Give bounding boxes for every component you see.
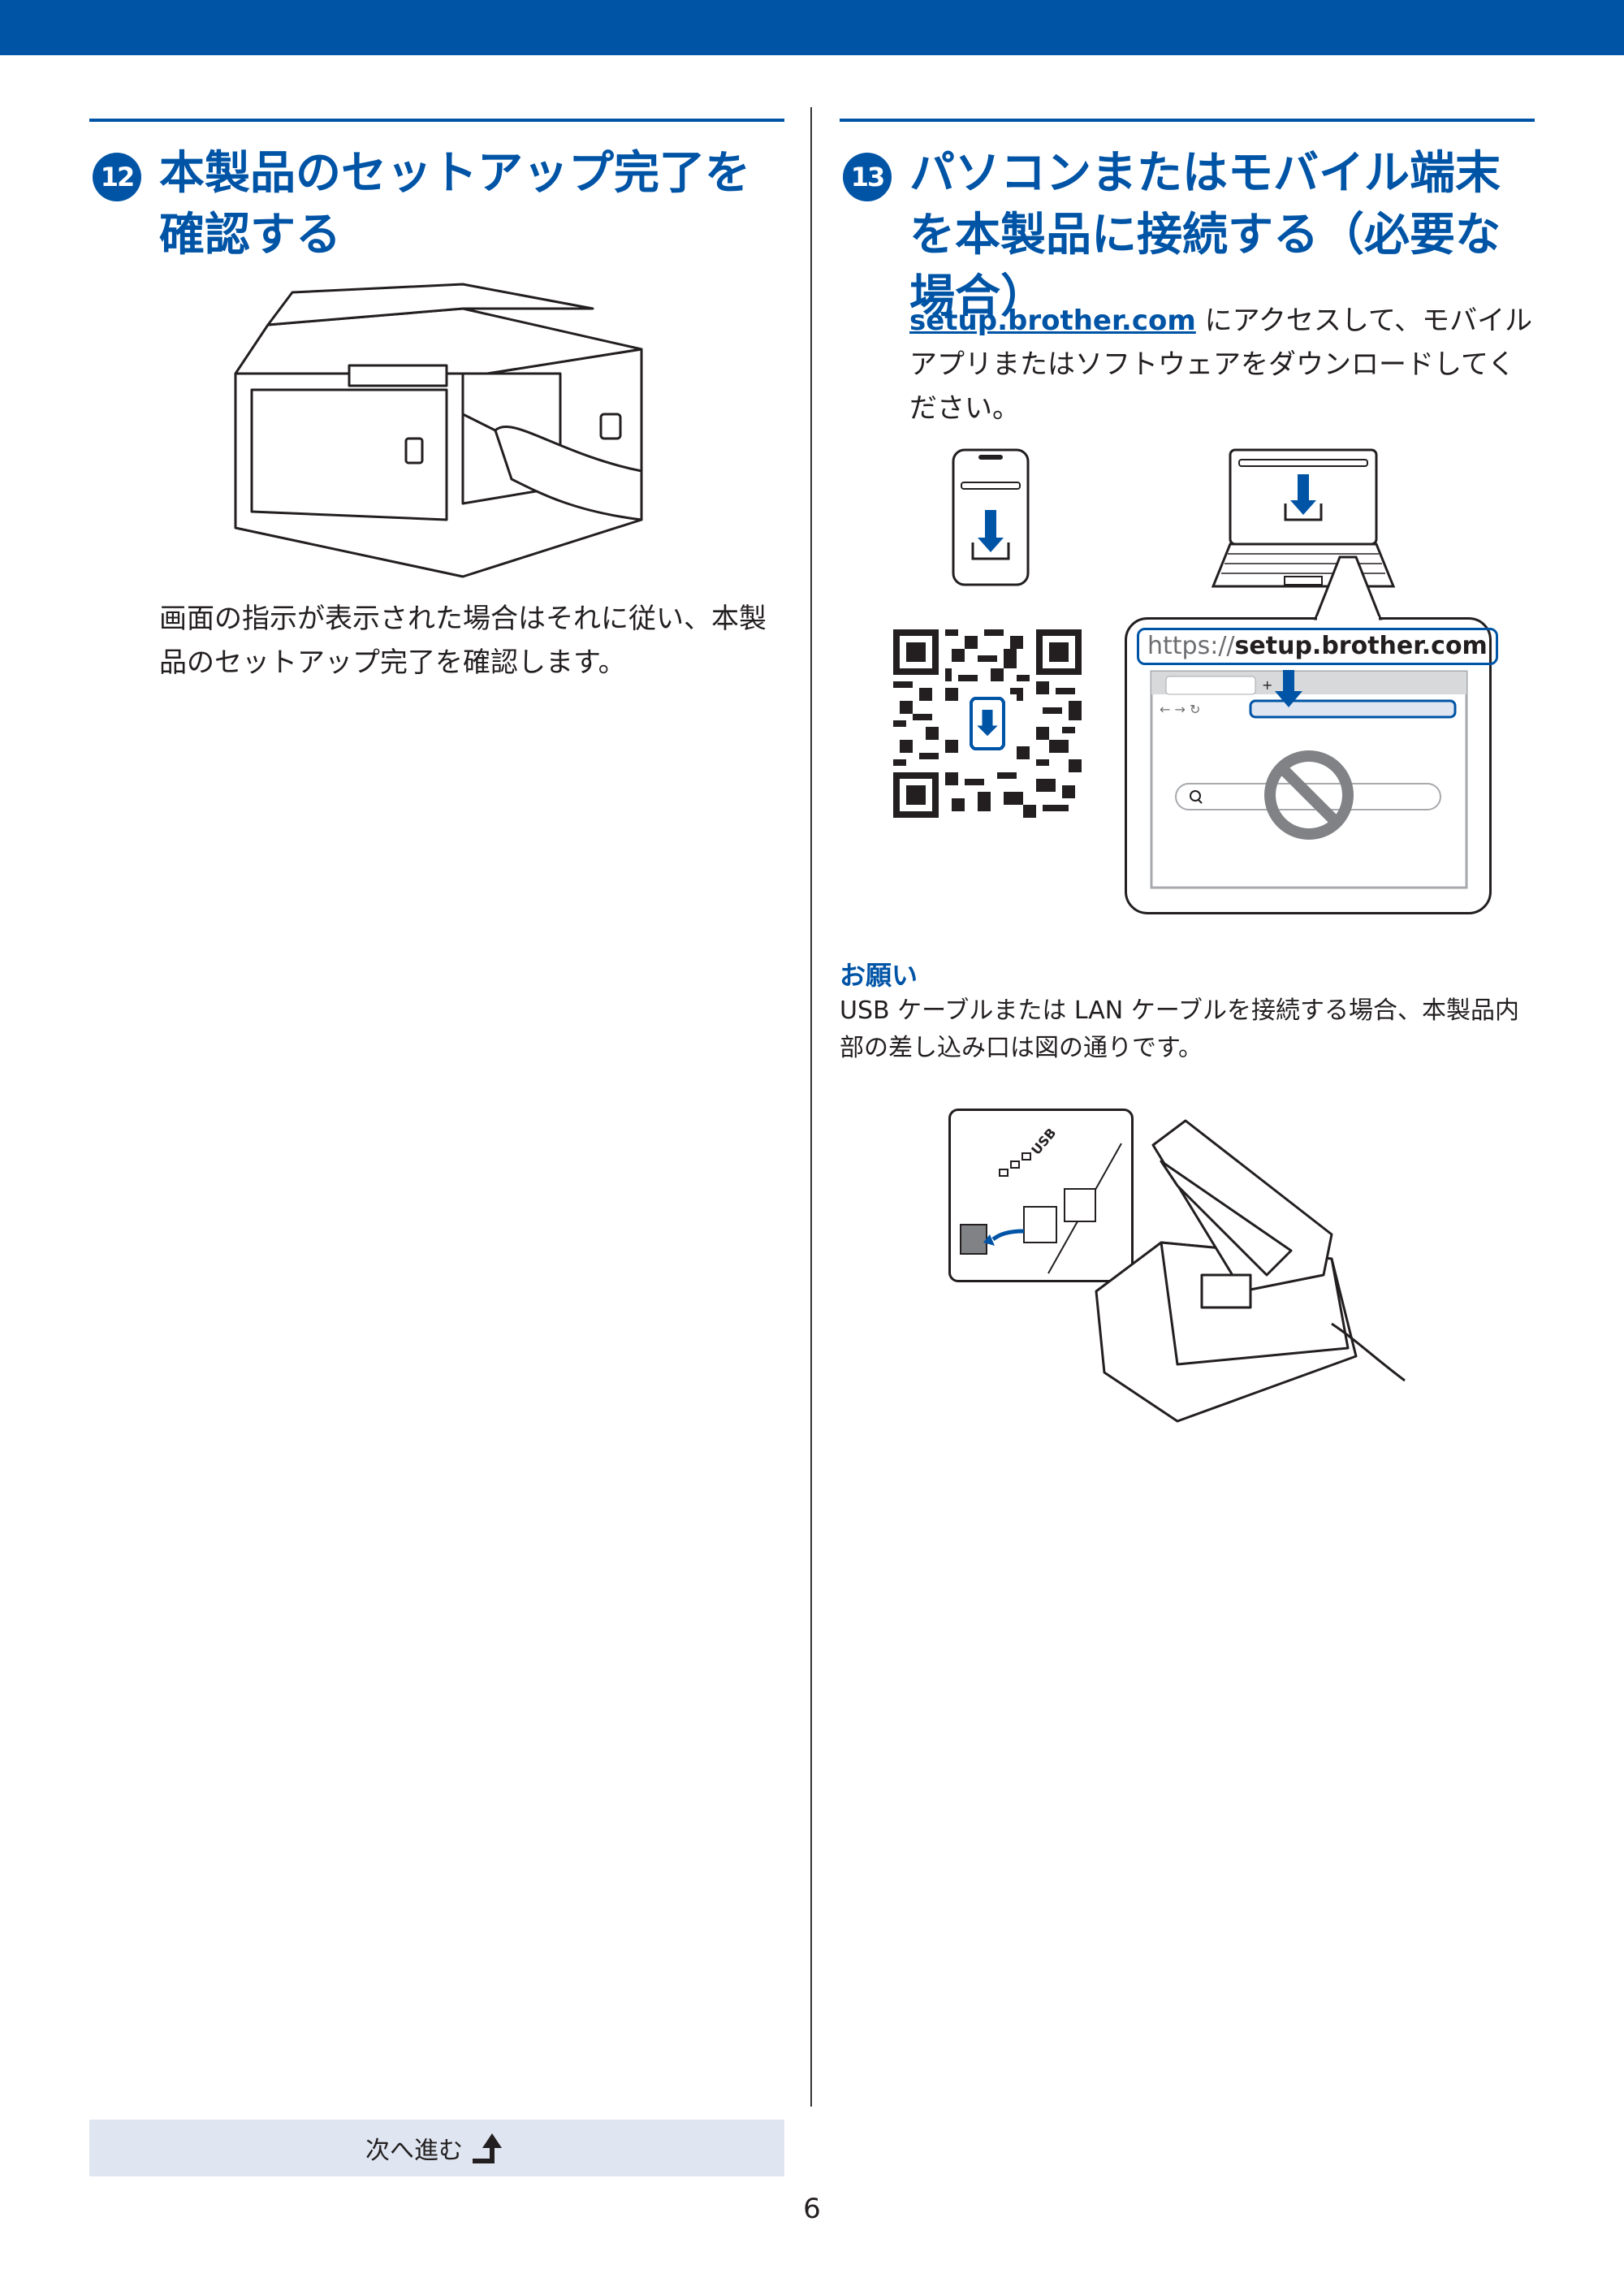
step-12-badge: 12: [93, 153, 141, 201]
url-prefix: https://: [1147, 632, 1235, 660]
step-13-instruction-text: にアクセスして、モバイルアプリまたはソフトウェアをダウンロードしてください。: [909, 305, 1533, 425]
open-printer-illustration: [1095, 1119, 1406, 1423]
url-domain: setup.brother.com: [1234, 632, 1488, 660]
svg-text:+: +: [1262, 677, 1272, 693]
note-text: USB ケーブルまたは LAN ケーブルを接続する場合、本製品内部の差し込み口は…: [840, 996, 1519, 1062]
callout-pointer: [1313, 555, 1383, 620]
smartphone-download-icon: [952, 448, 1030, 586]
url-display: https://setup.brother.com: [1137, 628, 1498, 665]
next-step-bar[interactable]: 次へ進む: [89, 2120, 784, 2176]
next-step-label: 次へ進む: [365, 2137, 463, 2165]
setup-link[interactable]: setup.brother.com: [909, 305, 1196, 337]
step-13-instruction: setup.brother.com にアクセスして、モバイルアプリまたはソフトウ…: [909, 299, 1535, 430]
svg-text:← → ↻: ← → ↻: [1160, 702, 1200, 717]
printer-touch-illustration: [234, 283, 643, 578]
step-13-badge: 13: [843, 153, 892, 201]
browser-window-sketch: + ← → ↻: [1150, 670, 1468, 889]
column-divider: [810, 107, 812, 2107]
left-column-rule: [89, 119, 784, 122]
ports-inset-sketch: [960, 1143, 1122, 1274]
step-12-heading: 本製品のセットアップ完了を確認する: [159, 147, 750, 261]
step-13-heading: パソコンまたはモバイル端末を本製品に接続する（必要な場合）: [909, 147, 1501, 323]
qr-code[interactable]: [893, 629, 1082, 818]
browser-callout: https://setup.brother.com + ← → ↻: [1125, 617, 1498, 914]
page-number: 6: [803, 2193, 821, 2225]
note-title: お願い: [840, 960, 918, 991]
ports-inset: USB: [948, 1109, 1134, 1282]
step-12-instruction: 画面の指示が表示された場合はそれに従い、本製品のセットアップ完了を確認します。: [159, 603, 767, 679]
right-column-rule: [840, 119, 1535, 122]
next-arrow-icon: [473, 2133, 502, 2163]
header-bar: [0, 0, 1624, 55]
